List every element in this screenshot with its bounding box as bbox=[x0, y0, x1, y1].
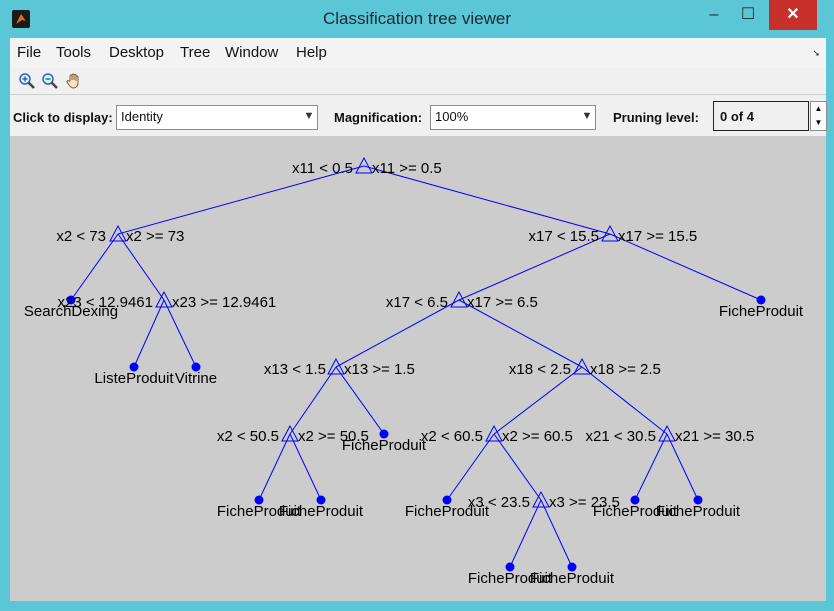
split-label: x3 < 23.5 bbox=[468, 494, 530, 511]
split-label: x2 >= 50.5 bbox=[298, 428, 369, 445]
leaf-label: FicheProduit bbox=[530, 570, 615, 587]
leaf-node[interactable] bbox=[630, 495, 640, 505]
split-label: x3 >= 23.5 bbox=[549, 494, 620, 511]
toolbar bbox=[10, 68, 826, 95]
tree-node-x3[interactable] bbox=[532, 490, 550, 508]
title-bar[interactable]: Classification tree viewer – ☐ ✕ bbox=[0, 0, 834, 38]
leaf-node[interactable] bbox=[66, 295, 76, 305]
leaf-label: Vitrine bbox=[175, 370, 217, 387]
tree-node-x13[interactable] bbox=[327, 357, 345, 375]
menu-file[interactable]: File bbox=[17, 44, 42, 61]
zoom-out-icon[interactable] bbox=[41, 72, 59, 90]
split-label: x23 >= 12.9461 bbox=[172, 294, 276, 311]
leaf-node[interactable] bbox=[191, 362, 201, 372]
split-label: x11 < 0.5 bbox=[292, 160, 353, 177]
leaf-node[interactable] bbox=[567, 562, 577, 572]
tree-node-x2[interactable] bbox=[109, 224, 127, 242]
decision-labels: x11 < 0.5 x11 >= 0.5 x2 < 73 x2 >= 73 x1… bbox=[56, 160, 754, 511]
leaf-labels: SearchDexing FicheProduit ListeProduit V… bbox=[24, 303, 804, 587]
split-label: x2 >= 73 bbox=[126, 228, 184, 245]
magnification-label: Magnification: bbox=[334, 110, 423, 125]
menu-window[interactable]: Window bbox=[225, 44, 279, 61]
leaf-label: FicheProduit bbox=[656, 503, 741, 520]
split-label: x17 < 15.5 bbox=[529, 228, 599, 245]
leaf-node[interactable] bbox=[254, 495, 264, 505]
leaf-label: SearchDexing bbox=[24, 303, 118, 320]
display-select-value: Identity bbox=[121, 109, 163, 124]
pan-hand-icon[interactable] bbox=[65, 72, 83, 90]
leaf-node[interactable] bbox=[379, 429, 389, 439]
leaf-label: FicheProduit bbox=[342, 437, 427, 454]
leaf-node[interactable] bbox=[316, 495, 326, 505]
decision-nodes bbox=[109, 156, 676, 508]
leaf-nodes bbox=[66, 295, 766, 572]
leaf-label: ListeProduit bbox=[94, 370, 174, 387]
leaf-label: FicheProduit bbox=[279, 503, 364, 520]
leaf-label: FicheProduit bbox=[405, 503, 490, 520]
pruning-spinner[interactable]: ▲ ▼ bbox=[810, 101, 827, 131]
magnification-select[interactable]: 100% ▼ bbox=[430, 105, 596, 130]
display-select[interactable]: Identity ▼ bbox=[116, 105, 318, 130]
leaf-label: FicheProduit bbox=[468, 570, 553, 587]
dock-arrow-icon[interactable]: ➘ bbox=[812, 48, 820, 58]
split-label: x2 < 73 bbox=[56, 228, 106, 245]
leaf-node[interactable] bbox=[756, 295, 766, 305]
minimize-button[interactable]: – bbox=[709, 6, 719, 23]
split-label: x2 >= 60.5 bbox=[502, 428, 573, 445]
tree-canvas[interactable]: x11 < 0.5 x11 >= 0.5 x2 < 73 x2 >= 73 x1… bbox=[10, 136, 826, 601]
leaf-node[interactable] bbox=[442, 495, 452, 505]
tree-node-x18[interactable] bbox=[573, 357, 591, 375]
tree-node-x17b[interactable] bbox=[450, 290, 468, 308]
split-label: x17 >= 6.5 bbox=[467, 294, 538, 311]
split-label: x21 >= 30.5 bbox=[675, 428, 754, 445]
menu-help[interactable]: Help bbox=[296, 44, 327, 61]
tree-node-x23[interactable] bbox=[155, 290, 173, 308]
spin-down-icon[interactable]: ▼ bbox=[814, 118, 823, 127]
zoom-in-icon[interactable] bbox=[18, 72, 36, 90]
split-label: x17 < 6.5 bbox=[386, 294, 448, 311]
chevron-down-icon[interactable]: ▼ bbox=[581, 110, 593, 122]
leaf-node[interactable] bbox=[505, 562, 515, 572]
tree-edges bbox=[70, 165, 762, 568]
split-label: x18 < 2.5 bbox=[509, 361, 571, 378]
classification-tree[interactable]: x11 < 0.5 x11 >= 0.5 x2 < 73 x2 >= 73 x1… bbox=[10, 136, 826, 601]
controls-panel: Click to display: Identity ▼ Magnificati… bbox=[10, 95, 827, 137]
tree-node-x2c[interactable] bbox=[485, 424, 503, 442]
tree-node-x21[interactable] bbox=[658, 424, 676, 442]
split-label: x17 >= 15.5 bbox=[618, 228, 697, 245]
leaf-node[interactable] bbox=[693, 495, 703, 505]
chevron-down-icon[interactable]: ▼ bbox=[303, 110, 315, 122]
split-label: x21 < 30.5 bbox=[586, 428, 656, 445]
leaf-label: FicheProduit bbox=[593, 503, 678, 520]
spin-up-icon[interactable]: ▲ bbox=[814, 104, 823, 113]
matlab-icon bbox=[12, 10, 30, 28]
window-title: Classification tree viewer bbox=[322, 9, 511, 28]
pruning-level-value: 0 of 4 bbox=[720, 109, 754, 124]
split-label: x11 >= 0.5 bbox=[372, 160, 442, 177]
menu-bar: File Tools Desktop Tree Window Help ➘ bbox=[10, 38, 826, 69]
leaf-node[interactable] bbox=[129, 362, 139, 372]
split-label: x2 < 60.5 bbox=[421, 428, 483, 445]
split-label: x2 < 50.5 bbox=[217, 428, 279, 445]
tree-node-root[interactable] bbox=[355, 156, 373, 174]
menu-tools[interactable]: Tools bbox=[56, 44, 92, 61]
split-label: x23 < 12.9461 bbox=[57, 294, 153, 311]
menu-desktop[interactable]: Desktop bbox=[109, 44, 165, 61]
tree-node-x17a[interactable] bbox=[601, 224, 619, 242]
pruning-label: Pruning level: bbox=[613, 110, 699, 125]
magnification-select-value: 100% bbox=[435, 109, 469, 124]
leaf-label: FicheProduit bbox=[217, 503, 302, 520]
leaf-label: FicheProduit bbox=[719, 303, 804, 320]
pruning-level-field: 0 of 4 bbox=[713, 101, 809, 131]
split-label: x18 >= 2.5 bbox=[590, 361, 661, 378]
menu-tree[interactable]: Tree bbox=[180, 44, 211, 61]
close-button[interactable]: ✕ bbox=[769, 0, 817, 30]
maximize-button[interactable]: ☐ bbox=[740, 6, 756, 23]
display-label: Click to display: bbox=[13, 110, 113, 125]
tree-node-x2b[interactable] bbox=[281, 424, 299, 442]
split-label: x13 >= 1.5 bbox=[344, 361, 415, 378]
split-label: x13 < 1.5 bbox=[264, 361, 326, 378]
